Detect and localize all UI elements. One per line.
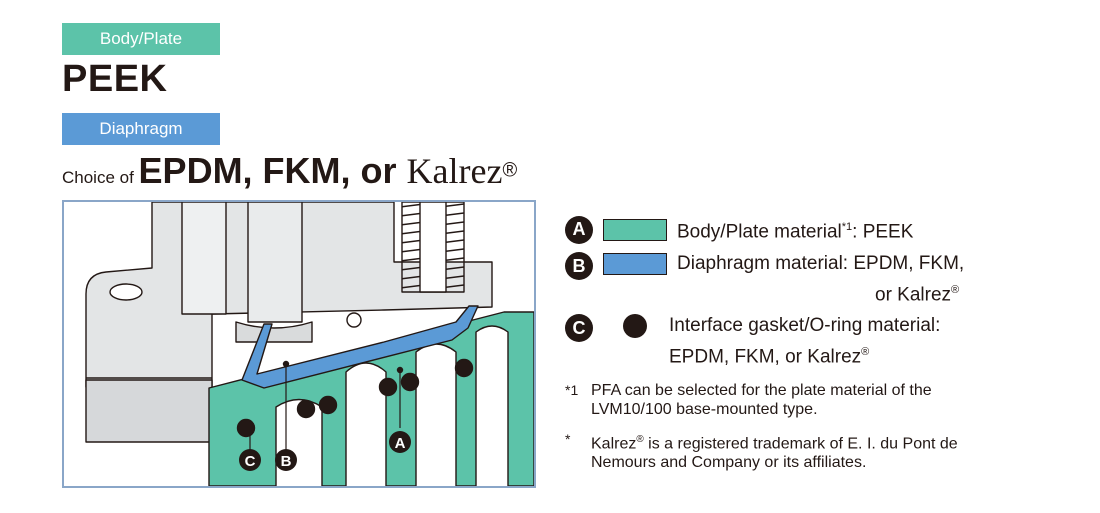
o-ring bbox=[236, 418, 256, 438]
valve-cross-section-svg: C B A bbox=[85, 202, 534, 486]
peek-color-swatch bbox=[603, 218, 667, 241]
legend-b-reg: ® bbox=[951, 284, 960, 296]
callout-a-label: A bbox=[395, 435, 406, 452]
footnote-1-line1: PFA can be selected for the plate materi… bbox=[591, 382, 932, 399]
legend-b-line1: Diaphragm material: EPDM, FKM, bbox=[677, 253, 965, 274]
footnote-trademark-mark: * bbox=[565, 431, 571, 447]
legend-b-text: Diaphragm material: EPDM, FKM, or Kalrez… bbox=[677, 251, 964, 308]
choice-materials: EPDM, FKM, or bbox=[138, 150, 407, 191]
mounting-hole bbox=[109, 283, 143, 301]
diaphragm bbox=[241, 305, 479, 389]
diaphragm-tag: Diaphragm bbox=[62, 113, 220, 145]
legend-c-reg: ® bbox=[861, 346, 870, 358]
legend-c-badge: C bbox=[565, 314, 593, 342]
footnote-trademark-brand: Kalrez bbox=[591, 435, 637, 453]
callout-b: B bbox=[275, 449, 297, 471]
port-2 bbox=[345, 362, 387, 486]
callout-c: C bbox=[239, 449, 261, 471]
legend-b-line2-wrap: or Kalrez® bbox=[677, 277, 964, 308]
valve-body-lower bbox=[85, 379, 213, 443]
legend-a: A Body/Plate material*1: PEEK bbox=[565, 214, 913, 245]
port-3 bbox=[415, 343, 457, 486]
footnote-trademark-text: Kalrez® is a registered trademark of E. … bbox=[591, 430, 958, 472]
pin-hole bbox=[346, 312, 362, 328]
legend-c-line2: EPDM, FKM, or Kalrez bbox=[669, 346, 862, 368]
o-ring bbox=[296, 399, 316, 419]
callout-c-label: C bbox=[245, 453, 256, 470]
port-4 bbox=[475, 325, 509, 486]
o-ring bbox=[318, 395, 338, 415]
callout-a: A bbox=[389, 431, 411, 453]
footnote-1-text: PFA can be selected for the plate materi… bbox=[591, 381, 932, 419]
legend-c-line2-wrap: EPDM, FKM, or Kalrez® bbox=[669, 339, 940, 370]
legend-a-label: Body/Plate material bbox=[677, 221, 842, 243]
footnote-trademark-line2: Nemours and Company or its affiliates. bbox=[591, 454, 867, 472]
legend-b-badge: B bbox=[565, 252, 593, 280]
callout-b-label: B bbox=[281, 453, 292, 470]
choice-prefix: Choice of bbox=[62, 168, 139, 187]
choice-reg-mark: ® bbox=[502, 159, 518, 182]
legend-a-badge: A bbox=[565, 215, 593, 244]
footnote-trademark-line1: Kalrez® is a registered trademark of E. … bbox=[591, 430, 958, 453]
diaphragm-color-swatch bbox=[603, 253, 667, 275]
legend-c-text: Interface gasket/O-ring material: EPDM, … bbox=[669, 313, 940, 370]
actuator-stem bbox=[247, 202, 303, 323]
legend-a-ref: *1 bbox=[841, 221, 853, 233]
footnote-1-line2: LVM10/100 base-mounted type. bbox=[591, 401, 818, 418]
choice-brand: Kalrez bbox=[406, 151, 503, 191]
footnote-1: *1 PFA can be selected for the plate mat… bbox=[565, 381, 932, 419]
legend-a-value: : PEEK bbox=[852, 221, 914, 243]
o-ring bbox=[400, 372, 420, 392]
diaphragm-material-title: Choice of EPDM, FKM, or Kalrez® bbox=[62, 150, 517, 192]
footnote-trademark-reg: ® bbox=[636, 434, 644, 445]
o-ring bbox=[454, 358, 474, 378]
legend-c-line1: Interface gasket/O-ring material: bbox=[669, 315, 941, 336]
legend-c: C Interface gasket/O-ring material: EPDM… bbox=[565, 314, 940, 370]
footnote-1-mark: *1 bbox=[565, 382, 579, 398]
footnote-trademark: * Kalrez® is a registered trademark of E… bbox=[565, 430, 958, 472]
legend-b: B Diaphragm material: EPDM, FKM, or Kalr… bbox=[565, 252, 964, 308]
o-ring-symbol bbox=[623, 314, 647, 338]
actuator-guide-left bbox=[181, 202, 227, 315]
legend-a-text: Body/Plate material*1: PEEK bbox=[677, 214, 913, 245]
o-ring bbox=[378, 377, 398, 397]
valve-cross-section-diagram: C B A bbox=[62, 200, 536, 488]
footnote-trademark-rest: is a registered trademark of E. I. du Po… bbox=[643, 435, 958, 453]
body-material-title: PEEK bbox=[62, 58, 168, 100]
body-plate-tag: Body/Plate bbox=[62, 23, 220, 55]
legend-b-line2: or Kalrez bbox=[875, 284, 952, 306]
